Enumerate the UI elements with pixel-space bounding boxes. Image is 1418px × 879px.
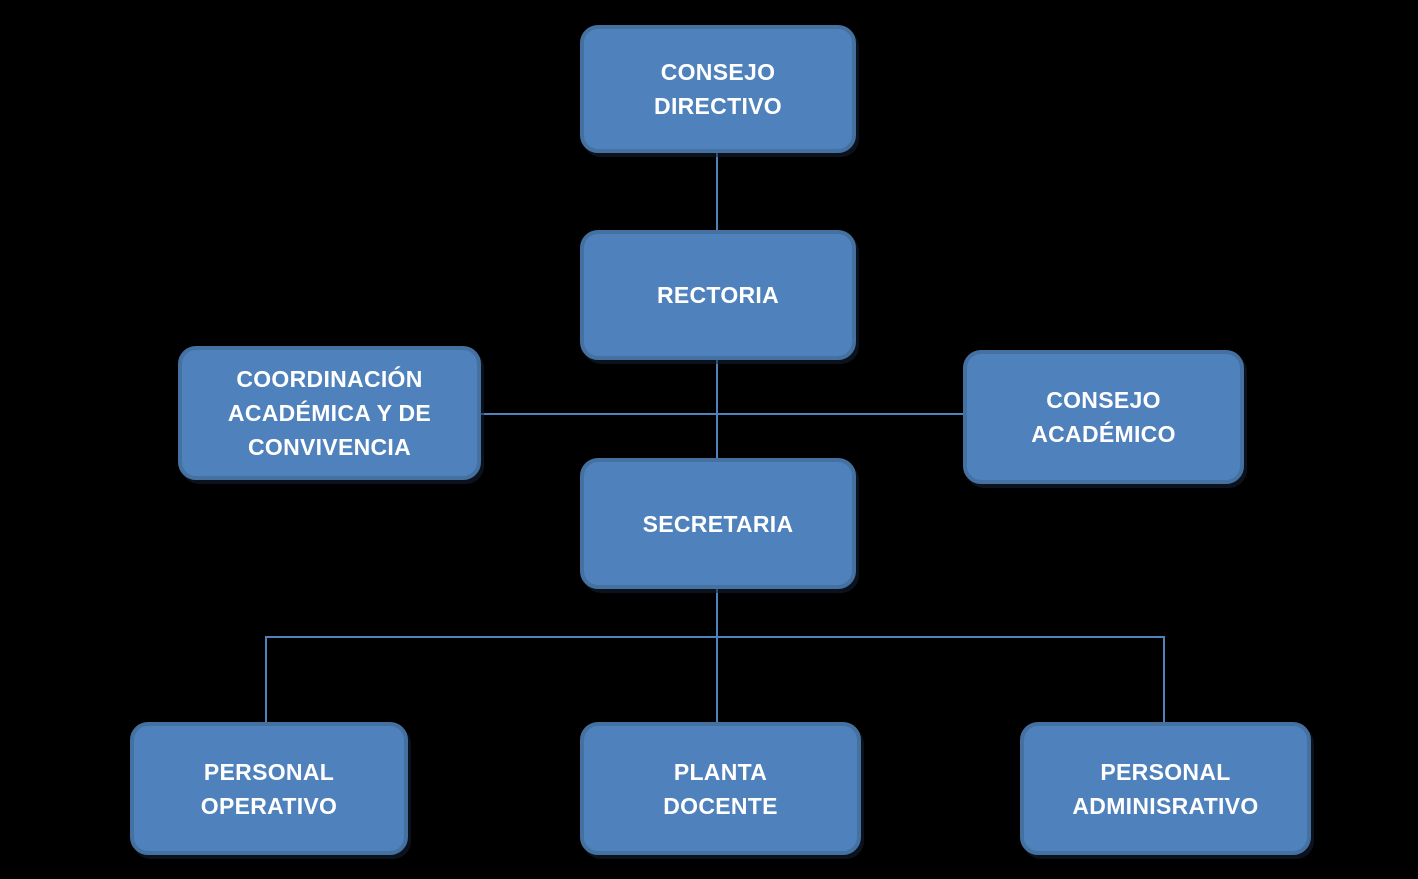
node-label-line: PLANTA xyxy=(673,758,768,785)
node-label-line: SECRETARIA xyxy=(642,510,794,537)
node-label-line: ACADÉMICA Y DE xyxy=(227,400,432,426)
node-label-line: COORDINACIÓN xyxy=(236,366,423,392)
node-coordinacion-academica: COORDINACIÓN ACADÉMICA Y DE CONVIVENCIA xyxy=(178,346,481,480)
connector-directivo-rectoria xyxy=(716,152,718,232)
node-consejo-directivo: CONSEJO DIRECTIVO xyxy=(580,25,856,153)
connector-rectoria-secretaria xyxy=(716,359,718,460)
node-label-line: ADMINISRATIVO xyxy=(1072,792,1259,819)
node-label-line: DIRECTIVO xyxy=(654,93,782,119)
node-label-line: CONSEJO xyxy=(1046,387,1161,413)
node-label-line: OPERATIVO xyxy=(200,792,338,819)
connector-coordinacion-consejo-academico xyxy=(480,413,964,415)
node-label-line: RECTORIA xyxy=(656,282,780,308)
node-consejo-academico: CONSEJO ACADÉMICO xyxy=(963,350,1244,484)
node-personal-operativo: PERSONAL OPERATIVO xyxy=(130,722,408,855)
node-label-line: PERSONAL xyxy=(1100,758,1231,785)
node-planta-docente: PLANTA DOCENTE xyxy=(580,722,861,855)
connector-drop-personal-adminisrativo xyxy=(1163,636,1165,724)
connector-secretaria-drop xyxy=(716,588,718,724)
node-personal-adminisrativo: PERSONAL ADMINISRATIVO xyxy=(1020,722,1311,855)
node-label-line: PERSONAL xyxy=(203,758,335,785)
node-rectoria: RECTORIA xyxy=(580,230,856,360)
node-label-line: DOCENTE xyxy=(663,792,778,819)
connector-drop-personal-operativo xyxy=(265,636,267,724)
node-label-line: CONSEJO xyxy=(660,59,776,85)
connector-bottom-horizontal xyxy=(265,636,1164,638)
node-secretaria: SECRETARIA xyxy=(580,458,856,589)
node-label-line: ACADÉMICO xyxy=(1031,421,1176,447)
node-label-line: CONVIVENCIA xyxy=(247,434,412,460)
